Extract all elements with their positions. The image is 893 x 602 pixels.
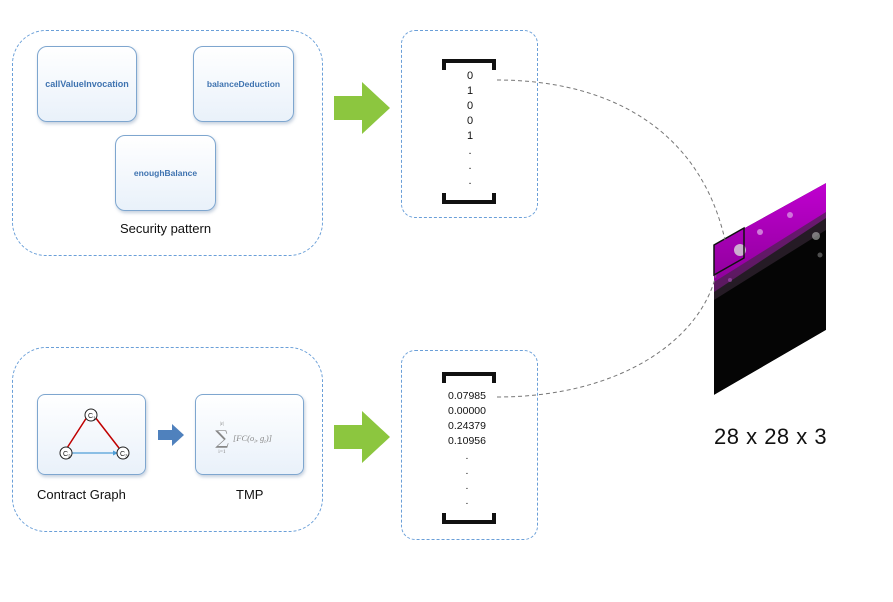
pattern-vector-bracket-top [442, 59, 496, 70]
tmp-caption: TMP [236, 487, 264, 502]
output-dimensions-label: 28 x 28 x 3 [714, 424, 828, 449]
formula-upper-limit: |ε| [220, 421, 225, 427]
formula-body: [FC(oi, gt)] [233, 433, 272, 445]
vector-value: 0.10956 [448, 435, 486, 447]
security-pattern-caption: Security pattern [120, 221, 212, 236]
graph-node-c2-label: C2 [63, 451, 71, 459]
vector-value: 0.07985 [448, 390, 486, 402]
sum-symbol-icon: ∑ [215, 427, 229, 449]
contract-graph-diagram: C1 C2 C3 [59, 408, 130, 460]
graph-edge-c1-c3 [94, 416, 120, 449]
vector-value: 1 [466, 130, 474, 142]
graph-vector-box [401, 350, 538, 540]
vector-ellipsis: . [465, 465, 469, 477]
vector-ellipsis: . [465, 480, 469, 492]
graph-node-c1-label: C1 [88, 413, 96, 421]
pattern-node-balancededuction: balanceDeduction [193, 46, 294, 122]
pattern-node-callvalueinvocation: callValueInvocation [37, 46, 137, 122]
green-arrow-top-icon [334, 82, 390, 134]
blue-arrow-icon [158, 424, 184, 446]
graph-vector-values: 0.07985 0.00000 0.24379 0.10956 . . . . [436, 389, 498, 509]
contract-graph-caption: Contract Graph [37, 487, 126, 502]
tmp-formula: |ε| ∑ i=1 [FC(oi, gt)] [215, 421, 272, 455]
pattern-node-label: callValueInvocation [45, 79, 129, 89]
graph-vector-bracket-bottom [442, 513, 496, 524]
vector-value: 0.00000 [448, 405, 486, 417]
pattern-vector-bracket-bottom [442, 193, 496, 204]
vector-value: 1 [466, 85, 474, 97]
image-highlight-square [713, 226, 745, 277]
graph-node-c2 [59, 446, 73, 460]
green-arrow-bottom-icon [334, 411, 390, 463]
formula-lower-limit: i=1 [218, 449, 226, 455]
image-dark-region [714, 183, 826, 395]
vector-value: 0 [466, 70, 474, 82]
graph-node-c3-label: C3 [120, 451, 128, 459]
security-pattern-group [12, 30, 323, 256]
graph-vector-bracket-top [442, 372, 496, 383]
vector-value: 0.24379 [448, 420, 486, 432]
vector-ellipsis: . [465, 495, 469, 507]
vector-value: 0 [466, 115, 474, 127]
pattern-node-label: balanceDeduction [206, 79, 281, 89]
vector-ellipsis: . [468, 145, 472, 157]
graph-node-c3 [116, 446, 130, 460]
image-magenta-region [714, 183, 826, 292]
graph-edge-c1-c2 [66, 416, 88, 449]
image-gray-band [714, 212, 826, 300]
vector-ellipsis: . [468, 175, 472, 187]
vector-value: 0 [466, 100, 474, 112]
tmp-card: |ε| ∑ i=1 [FC(oi, gt)] [195, 394, 304, 475]
graph-node-c1 [84, 408, 98, 422]
contract-graph-group [12, 347, 323, 532]
graph-edge-arrowhead [113, 450, 118, 456]
pattern-vector-values: 0 1 0 0 1 . . . [440, 69, 500, 189]
pattern-node-label: enoughBalance [133, 168, 198, 178]
pattern-node-enoughbalance: enoughBalance [115, 135, 216, 211]
contract-graph-card: C1 C2 C3 [37, 394, 146, 475]
vector-ellipsis: . [465, 450, 469, 462]
vector-ellipsis: . [468, 160, 472, 172]
